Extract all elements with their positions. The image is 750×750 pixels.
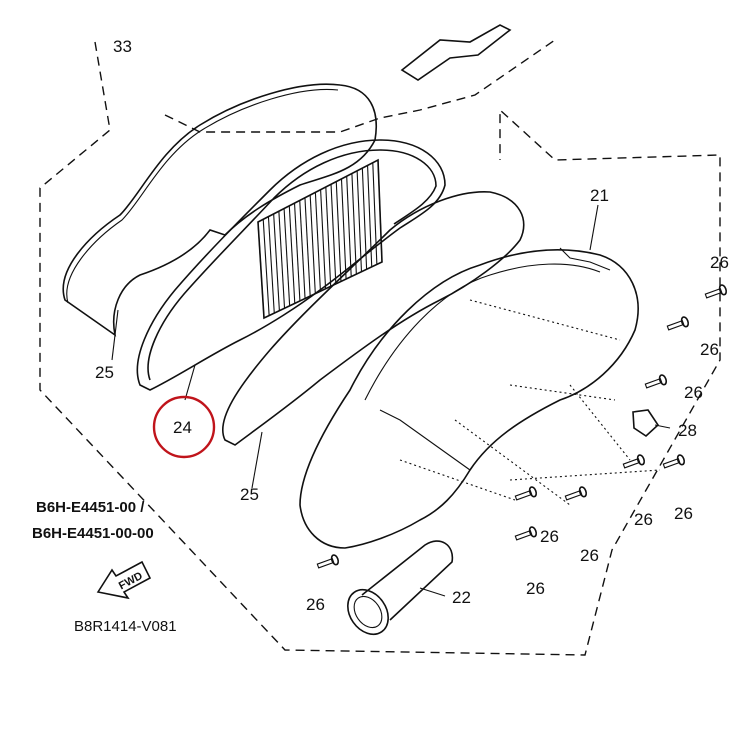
filter-pleat	[262, 219, 270, 316]
callout-25-middle: 25	[240, 485, 259, 504]
filter-pleat	[309, 195, 316, 294]
filter-pleat	[325, 186, 332, 287]
filter-pleat	[257, 221, 265, 319]
filter-pleat	[267, 216, 275, 314]
leader-25b	[251, 431, 263, 489]
filter-pleat	[346, 176, 352, 277]
assembly-boundary-left	[39, 41, 721, 656]
fwd-arrow: FWD	[96, 560, 152, 600]
callout-26-8: 26	[526, 579, 545, 598]
filter-pleat	[314, 192, 321, 292]
filter-pleat	[377, 159, 383, 263]
callout-21: 21	[590, 186, 609, 205]
leader-21	[589, 204, 599, 251]
filter-pleat	[273, 213, 280, 311]
bracket-part	[400, 24, 512, 81]
filter-pleat	[372, 162, 378, 265]
screw-part	[514, 526, 538, 541]
filter-pleat	[351, 173, 357, 275]
intake-duct	[361, 540, 454, 621]
screw-part	[564, 486, 588, 501]
callout-26-4: 26	[634, 510, 653, 529]
filter-pleat	[320, 189, 327, 289]
leader-25a	[111, 309, 119, 361]
intake-mouth	[347, 588, 389, 636]
filter-pleat	[367, 165, 373, 267]
callout-25-left: 25	[95, 363, 114, 382]
gasket-left	[62, 83, 377, 337]
screw-part	[316, 554, 340, 569]
filter-pleat	[340, 178, 347, 280]
callout-26-1: 26	[710, 253, 729, 272]
airbox-case	[299, 249, 639, 549]
clamp-part	[632, 409, 660, 438]
filter-pleat	[335, 181, 342, 282]
screw-part	[644, 374, 668, 389]
highlight-circle	[152, 395, 216, 459]
callout-26-9: 26	[306, 595, 325, 614]
filter-pleat	[304, 197, 311, 297]
screw-part	[666, 316, 690, 331]
callout-22: 22	[452, 588, 471, 607]
callout-26-2: 26	[700, 340, 719, 359]
leader-24	[184, 364, 196, 401]
filter-pleat	[361, 168, 368, 270]
callout-26-6: 26	[540, 527, 559, 546]
callout-33: 33	[113, 37, 132, 56]
filter-pleats	[257, 159, 383, 319]
callout-24: 24	[173, 418, 192, 437]
callout-26-7: 26	[580, 546, 599, 565]
screw-part	[704, 284, 728, 299]
screws	[316, 284, 728, 569]
gasket-middle	[222, 191, 525, 446]
screw-part	[622, 454, 646, 469]
filter-pleat	[356, 170, 363, 272]
callout-26-5: 26	[674, 504, 693, 523]
figure-reference: B8R1414-V081	[74, 618, 177, 635]
screw-part	[662, 454, 686, 469]
filter-pleat	[299, 200, 306, 299]
screw-part	[514, 486, 538, 501]
assembly-boundary-top	[164, 39, 556, 133]
filter-frame	[136, 139, 446, 391]
leader-22	[419, 587, 446, 597]
callout-26-3: 26	[684, 383, 703, 402]
part-number-line-2: B6H-E4451-00-00	[32, 525, 154, 542]
callout-28: 28	[678, 421, 697, 440]
filter-pleat	[288, 205, 296, 304]
filter-pleat	[330, 184, 337, 284]
filter-pleat	[283, 208, 291, 306]
filter-pleat	[278, 211, 286, 309]
part-number-line-1: B6H-E4451-00 /	[36, 499, 145, 516]
filter-pleat	[293, 203, 301, 301]
leader-28	[654, 424, 671, 429]
